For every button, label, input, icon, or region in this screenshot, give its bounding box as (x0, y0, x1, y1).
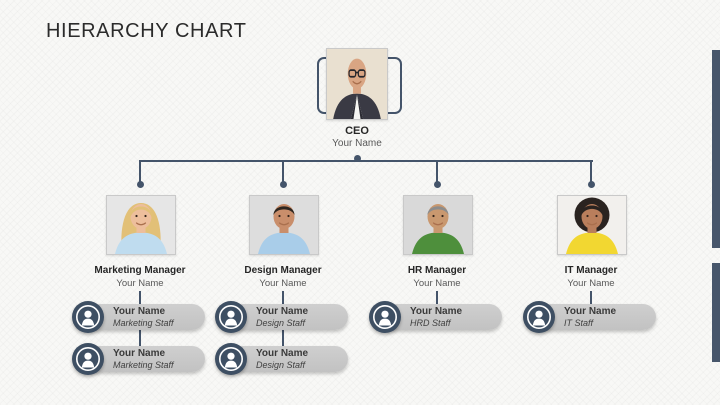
connector-stub-marketing-1 (139, 291, 141, 305)
manager-title-design: Design Manager (244, 265, 322, 276)
manager-photo-marketing (106, 195, 176, 255)
connector-dot-it (587, 181, 595, 188)
manager-photo-it (557, 195, 627, 255)
user-icon (72, 301, 104, 333)
staff-name: Your Name (410, 306, 463, 318)
ceo-title: CEO (345, 125, 369, 137)
ceo-name: Your Name (332, 138, 382, 149)
right-accent-bar-top (712, 50, 720, 248)
connector-stub-design-2 (282, 330, 284, 347)
connector-dot-hr (433, 181, 441, 188)
staff-name: Your Name (113, 306, 166, 318)
page-title: HIERARCHY CHART (46, 20, 247, 42)
staff-name: Your Name (256, 348, 309, 360)
staff-role: HRD Staff (410, 317, 451, 328)
user-icon (215, 301, 247, 333)
manager-name-it: Your Name (567, 278, 615, 289)
manager-title-hr: HR Manager (407, 265, 467, 276)
connector-horizontal-line (139, 160, 593, 162)
connector-drop-hr (436, 160, 438, 183)
staff-role: IT Staff (564, 317, 594, 328)
connector-dot-ceo (353, 155, 361, 162)
connector-stub-hr-1 (436, 291, 438, 305)
right-accent-bar-bottom (712, 263, 720, 362)
user-icon (369, 301, 401, 333)
staff-role: Design Staff (256, 359, 306, 370)
staff-name: Your Name (113, 348, 166, 360)
staff-role: Marketing Staff (113, 359, 174, 370)
manager-name-marketing: Your Name (116, 278, 164, 289)
user-icon (215, 343, 247, 375)
manager-title-marketing: Marketing Manager (94, 265, 186, 276)
connector-drop-marketing (139, 160, 141, 183)
manager-name-design: Your Name (259, 278, 307, 289)
ceo-photo (326, 48, 388, 120)
connector-dot-design (279, 181, 287, 188)
staff-role: Marketing Staff (113, 317, 174, 328)
connector-stub-marketing-2 (139, 330, 141, 347)
manager-title-it: IT Manager (564, 265, 618, 276)
connector-drop-design (282, 160, 284, 183)
staff-name: Your Name (256, 306, 309, 318)
connector-stub-it-1 (590, 291, 592, 305)
connector-drop-it (590, 160, 592, 183)
staff-role: Design Staff (256, 317, 306, 328)
manager-name-hr: Your Name (413, 278, 461, 289)
manager-photo-hr (403, 195, 473, 255)
user-icon (72, 343, 104, 375)
user-icon (523, 301, 555, 333)
manager-photo-design (249, 195, 319, 255)
staff-name: Your Name (564, 306, 617, 318)
connector-stub-design-1 (282, 291, 284, 305)
connector-dot-marketing (136, 181, 144, 188)
